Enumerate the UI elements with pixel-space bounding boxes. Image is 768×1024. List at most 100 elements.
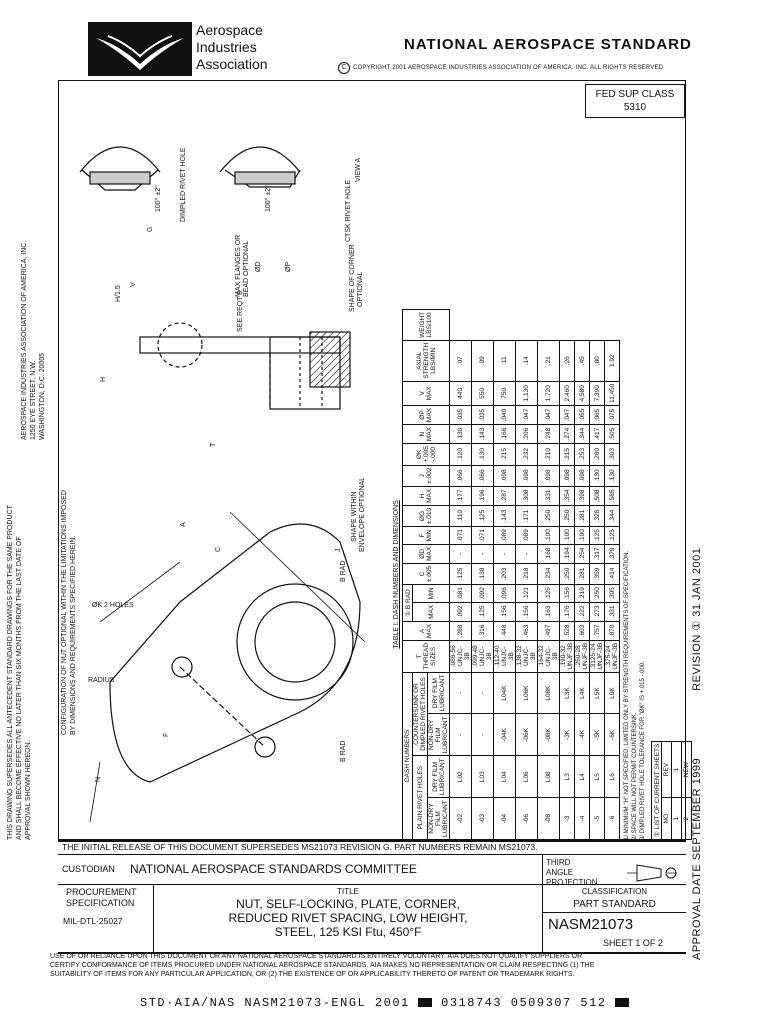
title-line: STEEL, 125 KSI Ftu, 450°F <box>274 925 422 939</box>
table-cell: .081 <box>449 584 472 603</box>
title-label: TITLE <box>337 887 359 896</box>
table-cell: .143 <box>493 505 516 527</box>
table-cell: .120 <box>449 443 472 466</box>
label-envelope-optional: ENVELOPE OPTIONAL <box>359 477 366 552</box>
table-cell: .234 <box>537 563 560 585</box>
table-cell: .177 <box>449 486 472 506</box>
fed-sup-label: FED SUP CLASS <box>595 89 675 100</box>
table-title: TABLE I. DASH NUMBERS AND DIMENSIONS <box>393 500 400 649</box>
header-col-k: ØK +.005 -.000 <box>402 443 450 466</box>
custodian: NATIONAL AEROSPACE STANDARDS COMMITTEE <box>130 862 417 876</box>
table-cell: .071 <box>471 526 494 545</box>
table-cell: .280 <box>589 443 605 466</box>
table-cell: .098 <box>537 465 560 487</box>
table-cell: .417 <box>589 424 605 444</box>
table-cell: .035 <box>471 405 494 425</box>
table-cell: .253 <box>574 443 590 466</box>
mil-spec: MIL-DTL-25027 <box>63 916 123 926</box>
label-n: N <box>95 777 102 782</box>
table-note-3: 3/ DIMPLED RIVET HOLE TOLERANCE FOR "ØK"… <box>640 661 646 840</box>
table-cell: .130 <box>604 465 620 487</box>
table-cell: .086-56 UNJC-3B <box>449 640 472 673</box>
table-cell: -06 <box>515 797 538 840</box>
table-cell: -04K <box>493 713 516 756</box>
table-cell: .379 <box>604 544 620 564</box>
rivet-hole-lower <box>254 736 276 758</box>
table-cell: .100 <box>559 526 575 545</box>
table-cell: -5 <box>589 797 605 840</box>
label-view-a: VIEW A <box>355 158 362 182</box>
plan-view-outline <box>109 523 361 783</box>
table-cell: -5K <box>589 713 605 756</box>
table-cell: .040 <box>493 405 516 425</box>
label-bead-optional: BEAD OPTIONAL <box>243 240 250 297</box>
table-cell: 1,720 <box>537 381 560 406</box>
table-cell: .055 <box>574 405 590 425</box>
revision-date: REVISION ① 31 JAN 2001 <box>691 547 703 691</box>
table-cell: -6 <box>604 797 620 840</box>
disclaimer-line: CERTIFY CONFORMANCE OF ITEMS PROCURED UN… <box>50 962 595 969</box>
header-col-f: F MIN <box>402 526 450 545</box>
table-cell: L06 <box>515 755 538 798</box>
table-cell: L03 <box>471 755 494 798</box>
table-cell: .143 <box>471 424 494 444</box>
dimensions-table: DASH NUMBERS T THREAD SIZES A MAX ① B RA… <box>402 309 620 840</box>
table-cell: -08 <box>537 797 560 840</box>
table-cell: .359 <box>589 563 605 585</box>
supersede-line: AND SHALL BECOME EFFECTIVE NO LATER THAN… <box>16 536 23 840</box>
header-b-min: MIN <box>412 584 450 603</box>
header-nondry: NON-DRY FILM LUBRICANT <box>427 797 450 840</box>
table-cell: .508 <box>589 486 605 506</box>
label-b-rad-bottom: B RAD <box>340 741 347 762</box>
document-code: STD·AIA/NAS NASM21073-ENGL 2001 0318743 … <box>140 996 630 1010</box>
header-csk: COUNTERSUNK OR DIMPLED RIVET HOLES <box>412 672 428 756</box>
table-cell: .219 <box>574 584 590 603</box>
rivet-hole-detail <box>157 322 203 368</box>
label-a: A <box>180 522 187 527</box>
table-cell: .166 <box>493 424 516 444</box>
table-cell: .194 <box>559 544 575 564</box>
table-cell: .138-32 UNJC-3B <box>515 640 538 673</box>
table-cell: L5 <box>589 755 605 798</box>
label-angle-2: 100° ±2° <box>264 185 272 212</box>
table-cell: - <box>493 544 516 564</box>
table-cell: .317 <box>589 544 605 564</box>
label-f: F <box>163 733 170 737</box>
title-line: NUT, SELF-LOCKING, PLATE, CORNER, <box>236 897 460 911</box>
procurement-line: PROCUREMENT <box>66 887 137 897</box>
table-cell: .287 <box>493 486 516 506</box>
projection-line: THIRD <box>546 858 571 867</box>
table-cell: -4K <box>574 713 590 756</box>
table-cell: .125 <box>589 526 605 545</box>
table-cell: 750 <box>493 381 516 406</box>
label-g: G <box>147 227 154 232</box>
table-cell: .215 <box>559 443 575 466</box>
table-cell: .505 <box>604 424 620 444</box>
side-view-hatch <box>309 331 351 388</box>
label-phi-d: ØD <box>255 262 262 273</box>
table-cell: .463 <box>515 621 538 641</box>
copyright-icon: C <box>338 62 350 74</box>
drawing-frame <box>58 80 686 840</box>
table-cell: .092 <box>471 584 494 603</box>
table-cell: .375-24 UNJF-3B <box>604 640 620 673</box>
table-cell: .075 <box>604 405 620 425</box>
table-cell: .065 <box>589 405 605 425</box>
table-cell: .098 <box>559 465 575 487</box>
table-note-1: 1/ MINIMUM "H" NOT SPECIFIED, LIMITED ON… <box>624 550 630 840</box>
table-cell: .100 <box>574 526 590 545</box>
supersede-line: APPROVAL SHOWN HEREON. <box>25 740 32 840</box>
table-cell: .448 <box>493 621 516 641</box>
projection-line: ANGLE <box>546 868 574 877</box>
table-cell: -04 <box>493 797 516 840</box>
label-max-flanges: MAX FLANGES OR <box>235 235 242 297</box>
header-col-j: J ±.002 <box>402 465 450 487</box>
table-cell: L04K <box>493 672 516 714</box>
header-dry: DRY FILM LUBRICANT <box>427 755 450 798</box>
table-cell: - <box>471 713 494 756</box>
table-cell: L06K <box>515 672 538 714</box>
